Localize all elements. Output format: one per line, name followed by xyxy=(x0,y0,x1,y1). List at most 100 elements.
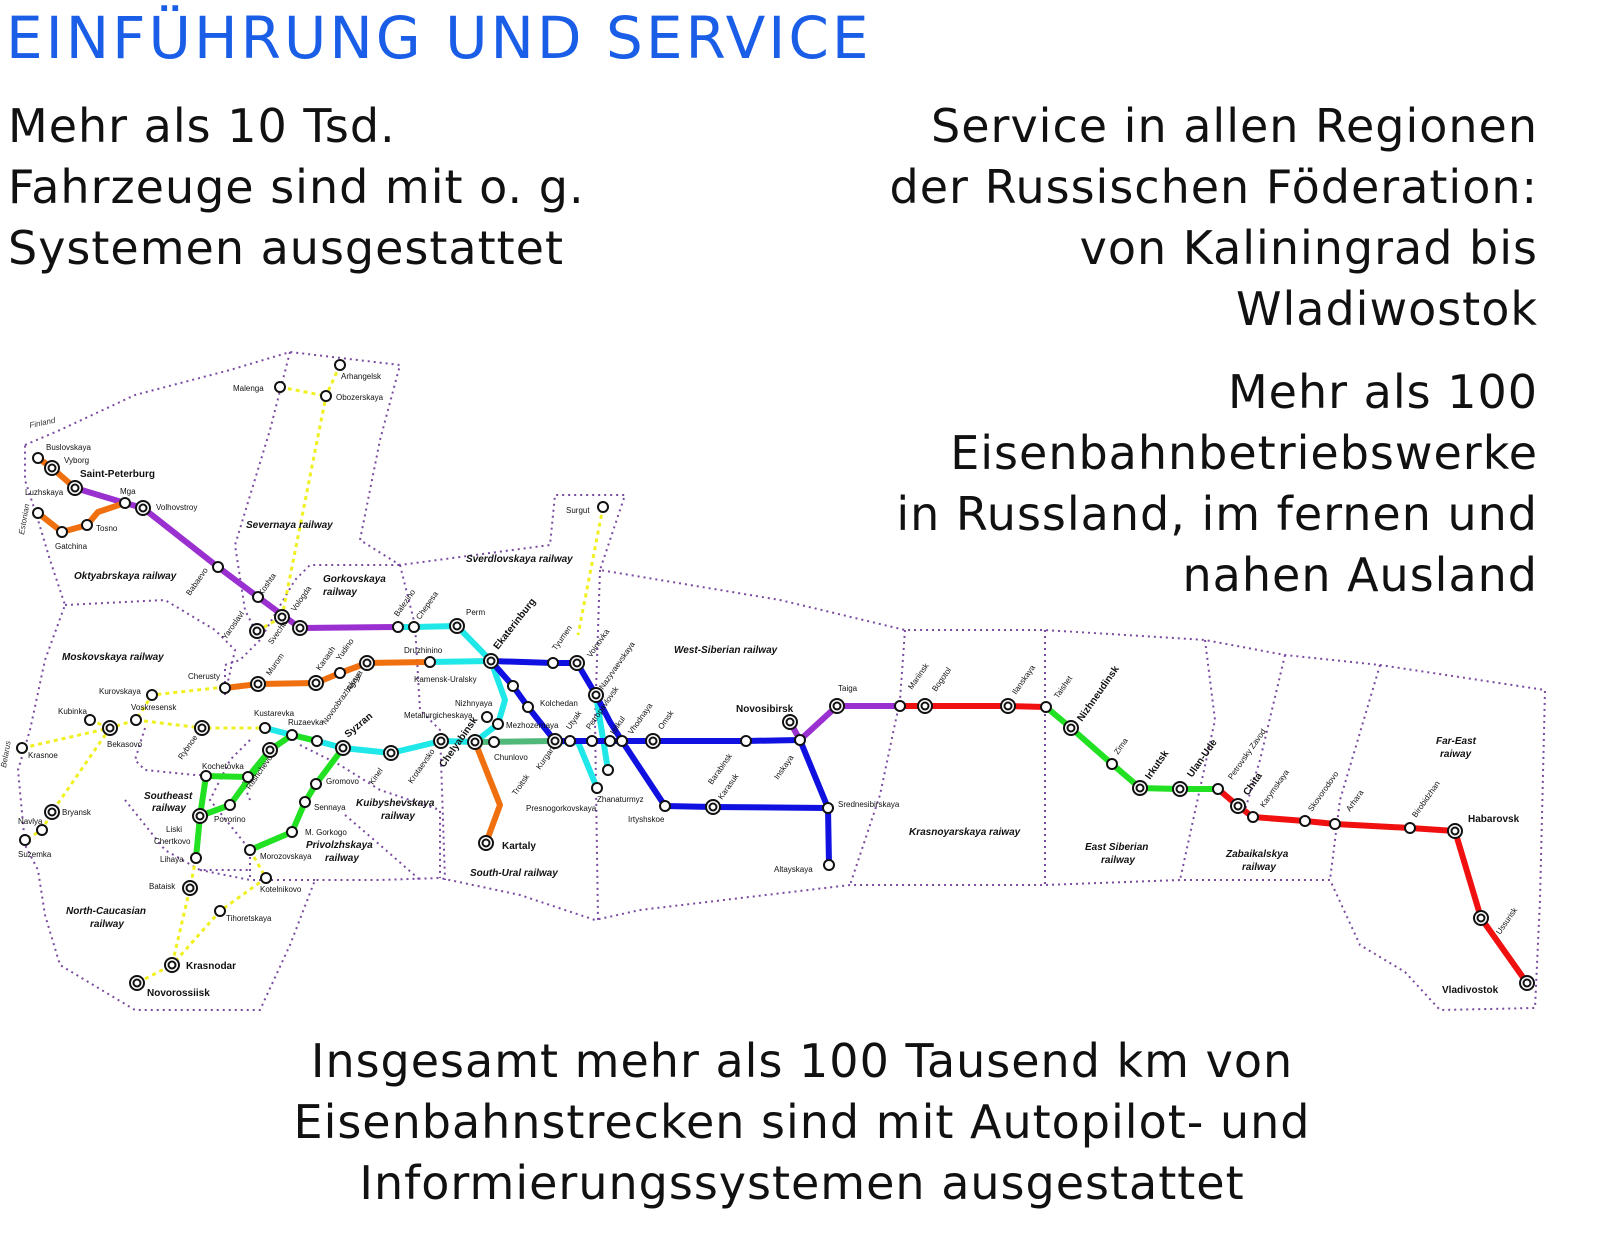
station-label: Arhara xyxy=(1344,788,1365,813)
station-label: Troitsk xyxy=(510,772,532,797)
right-text-line: Mehr als 100 xyxy=(1227,365,1538,419)
region-label: North-Caucasian xyxy=(66,906,146,917)
station-label: Kurgan xyxy=(534,745,556,771)
left-text-line: Mehr als 10 Tsd. xyxy=(8,99,396,153)
right-text-line: der Russischen Föderation: xyxy=(889,160,1538,214)
station-label: Ussurisk xyxy=(1494,905,1520,936)
region-label: railway xyxy=(152,803,186,814)
country-label: Estonian xyxy=(17,503,31,536)
station-label: Vologda xyxy=(289,584,313,613)
station-label: Chunlovo xyxy=(494,753,528,762)
station-label: Omsk xyxy=(656,708,676,731)
station-label: Navlya xyxy=(18,817,43,826)
station-label: Yaroslavl xyxy=(220,609,246,641)
region-label: Zabaikalskya xyxy=(1225,849,1289,860)
station-markers xyxy=(16,359,1416,917)
station-label: Bataisk xyxy=(149,882,176,891)
station-label: Bogotol xyxy=(930,666,953,694)
station-label: Kinel xyxy=(367,766,385,786)
region-label: railway xyxy=(1242,862,1276,873)
station-label: Kochetovka xyxy=(202,762,244,771)
station-label: Vyborg xyxy=(64,456,89,465)
country-label: Belarus xyxy=(0,740,13,768)
station-label: Mariinsk xyxy=(906,661,931,691)
station-label: Nizhnyaya xyxy=(455,699,493,708)
station-label: Buslovskaya xyxy=(46,443,91,452)
region-label: railway xyxy=(1101,855,1135,866)
left-text-block: Mehr als 10 Tsd. Fahrzeuge sind mit o. g… xyxy=(8,96,585,279)
region-label: West-Siberian railway xyxy=(674,645,778,656)
region-label: Moskovskaya railway xyxy=(62,652,164,663)
station-label: Kolchedan xyxy=(540,699,578,708)
right-text-line: Eisenbahnbetriebswerke xyxy=(950,426,1538,480)
region-label: Severnaya railway xyxy=(246,520,333,531)
station-label: Kubinka xyxy=(58,707,87,716)
station-label: Povorino xyxy=(214,815,246,824)
station-label: Surgut xyxy=(566,506,590,515)
station-label: Irtyshskoe xyxy=(628,815,665,824)
region-labels: Oktyabrskaya railway Severnaya railway G… xyxy=(62,520,1477,930)
left-text-line: Fahrzeuge sind mit o. g. xyxy=(8,160,585,214)
station-label: Liski xyxy=(166,825,182,834)
region-label: Oktyabrskaya railway xyxy=(74,571,177,582)
region-label: South-Ural railway xyxy=(470,868,558,879)
region-label: railway xyxy=(323,587,357,598)
station-label: Chertkovo xyxy=(154,837,191,846)
station-label: Krasnoe xyxy=(28,751,58,760)
country-label: Finland xyxy=(29,416,57,430)
station-label: Vladivostok xyxy=(1442,985,1499,996)
station-label: Srednesibirskaya xyxy=(838,800,900,809)
station-label: Perm xyxy=(466,608,485,617)
region-label: Gorkovskaya xyxy=(323,574,386,585)
major-station-markers xyxy=(44,460,1535,991)
station-label: Cherusty xyxy=(188,672,220,681)
station-label: Inskaya xyxy=(772,753,796,781)
station-label: Nazyvaevskaya xyxy=(597,640,637,692)
station-label: Rybnoe xyxy=(176,733,200,761)
station-label: Arhangelsk xyxy=(341,372,382,381)
bottom-text-line: Insgesamt mehr als 100 Tausend km von xyxy=(310,1034,1294,1088)
region-label: East Siberian xyxy=(1085,842,1148,853)
station-label: Ekaterinburg xyxy=(492,596,539,651)
station-label: Altayskaya xyxy=(774,865,813,874)
station-label: Syzran xyxy=(343,711,375,741)
region-label: Privolzhskaya xyxy=(306,840,373,851)
station-label: Tyumen xyxy=(550,624,574,652)
station-label: Presnogorkovskaya xyxy=(526,804,597,813)
station-label: M. Gorkogo xyxy=(305,828,347,837)
station-label: Karymskaya xyxy=(1258,767,1291,809)
station-label: Novosibirsk xyxy=(736,704,794,715)
station-label: Gromovo xyxy=(326,777,359,786)
right-text-line: in Russland, im fernen und xyxy=(896,487,1538,541)
region-label: railway xyxy=(90,919,124,930)
region-label: Far-East xyxy=(1436,736,1477,747)
station-label: Birobidzhan xyxy=(1410,779,1442,819)
station-label: Vhodnaya xyxy=(626,701,654,736)
right-text-line: Wladiwostok xyxy=(1236,282,1538,336)
station-label: Bekasovo xyxy=(107,740,143,749)
station-label: Kamensk-Uralsky xyxy=(414,675,477,684)
bottom-text-line: Eisenbahnstrecken sind mit Autopilot- un… xyxy=(293,1095,1311,1149)
station-label: Skovorodovo xyxy=(1306,769,1340,813)
station-label: Irkutsk xyxy=(1143,748,1171,782)
station-label: Habarovsk xyxy=(1468,814,1520,825)
station-label: Malenga xyxy=(233,384,264,393)
station-label: Metallurgicheskaya xyxy=(404,711,473,720)
right-text-line: nahen Ausland xyxy=(1182,548,1538,602)
region-label: Sverdlovskaya railway xyxy=(466,554,573,565)
bottom-text-block: Insgesamt mehr als 100 Tausend km von Ei… xyxy=(0,1031,1604,1214)
region-label: Kuibyshevskaya xyxy=(356,798,435,809)
region-label: Southeast xyxy=(144,791,193,802)
station-label: Kartaly xyxy=(502,841,536,852)
railway-map: Finland Estonian Belarus Oktyabrskaya ra… xyxy=(0,350,1547,1012)
region-borders xyxy=(16,350,1547,1012)
station-label: Ruzaevka xyxy=(288,718,324,727)
station-label: Volhovstroy xyxy=(156,503,197,512)
station-label: Morozovskaya xyxy=(260,852,312,861)
station-label: Saint-Peterburg xyxy=(80,469,155,480)
station-label: Gatchina xyxy=(55,542,88,551)
left-text-line: Systemen ausgestattet xyxy=(8,221,565,275)
station-label: Obozerskaya xyxy=(336,393,384,402)
station-label: Koshta xyxy=(256,571,278,597)
station-label: Ilanskaya xyxy=(1010,663,1037,696)
